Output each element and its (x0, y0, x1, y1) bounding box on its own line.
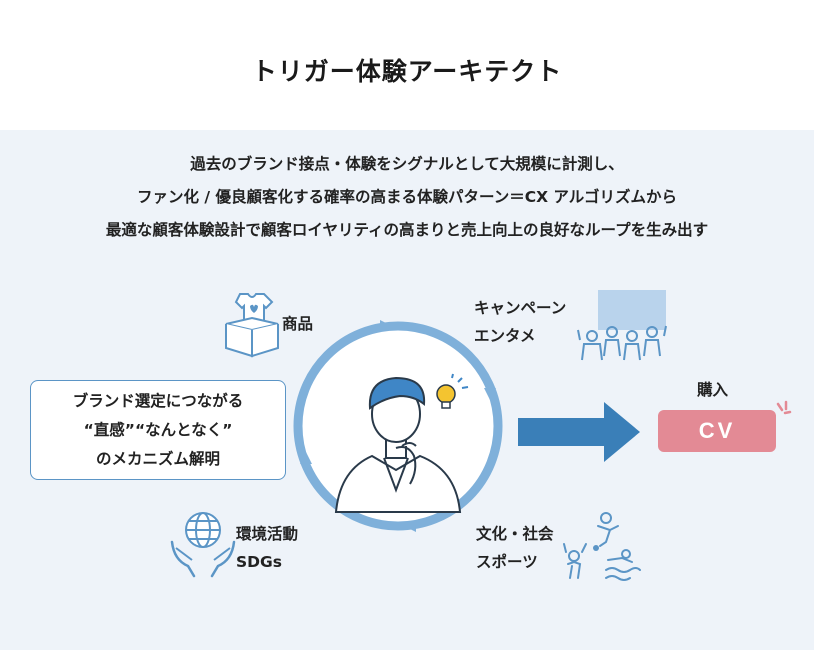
cycle-arrow-right (484, 388, 496, 400)
cycle-arrow-left (300, 452, 312, 464)
cv-badge: CV (658, 410, 776, 452)
page-title: トリガー体験アーキテクト (251, 57, 563, 86)
node-culture-label-1: 文化・社会 (476, 525, 554, 543)
description-line-1: 過去のブランド接点・体験をシグナルとして大規模に計測し、 (190, 155, 624, 173)
callout-line-1: ブランド選定につながる (72, 392, 244, 410)
flow-arrow-icon (518, 402, 640, 462)
description-line-2: ファン化 / 優良顧客化する確率の高まる体験パターン＝CX アルゴリズムから (137, 188, 677, 206)
node-environment-label-2: SDGs (236, 553, 282, 571)
node-environment-label-1: 環境活動 (236, 525, 299, 543)
sports-icon (563, 512, 641, 581)
description-line-3: 最適な顧客体験設計で顧客ロイヤリティの高まりと売上向上の良好なループを生み出す (105, 221, 709, 239)
cycle-arrow-bottom (404, 520, 416, 532)
sparkle-icon (776, 400, 792, 415)
node-campaign-label-2: エンタメ (474, 327, 536, 345)
callout-line-2: “直感”“なんとなく” (83, 421, 233, 439)
description: 過去のブランド接点・体験をシグナルとして大規模に計測し、 ファン化 / 優良顧客… (0, 148, 814, 247)
cycle-arrow-top (380, 320, 392, 332)
lightbulb-icon (436, 373, 469, 409)
audience-screen-icon (577, 290, 667, 361)
outcome-label: 購入 (697, 381, 729, 399)
product-box-icon (225, 293, 279, 358)
node-culture-label-2: スポーツ (476, 553, 538, 571)
mechanism-callout: ブランド選定につながる “直感”“なんとなく” のメカニズム解明 (30, 380, 286, 480)
node-product-label: 商品 (282, 315, 314, 333)
globe-hands-icon (170, 512, 236, 578)
node-campaign-label-1: キャンペーン (474, 299, 567, 317)
callout-line-3: のメカニズム解明 (95, 450, 220, 468)
